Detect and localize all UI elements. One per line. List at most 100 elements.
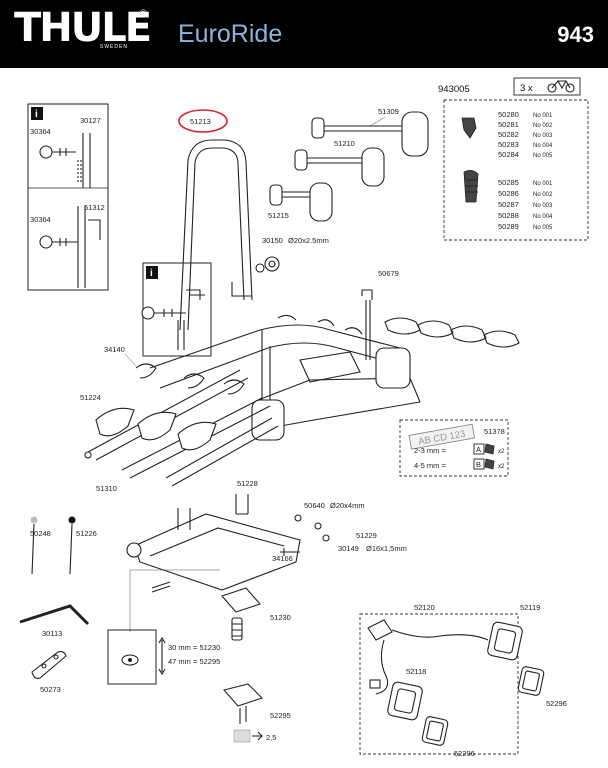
label-30364-b: 30364: [30, 215, 51, 224]
hardware-group: 50640 Ø20x4mm 51229 30149 Ø16x1,5mm 3416…: [272, 501, 407, 563]
code-a-1: 50280: [498, 110, 519, 119]
product-number: 943: [557, 22, 594, 47]
brand-tagline: SWEDEN: [100, 44, 128, 50]
rack-body: [149, 314, 421, 441]
label-50640-dim: Ø20x4mm: [330, 501, 365, 510]
info-icon-glyph: i: [35, 109, 38, 120]
code-b-4: 50288: [498, 211, 519, 220]
info-icon-2-glyph: i: [150, 268, 153, 279]
arm-51215: 51215: [268, 182, 333, 222]
variant-a-3: No 003: [533, 133, 553, 139]
exploded-parts-diagram: i 30127 30364 30364 51312 51213 i 51309: [19, 77, 589, 758]
variant-a-2: No 002: [533, 123, 553, 129]
label-30149-dim: Ø16x1,5mm: [366, 544, 407, 553]
variant-b-2: No 002: [533, 192, 553, 198]
code-b-5: 50289: [498, 222, 519, 231]
plate-key-a: A: [476, 445, 481, 454]
code-b-2: 50286: [498, 189, 519, 198]
code-a-5: 50284: [498, 150, 519, 159]
code-a-3: 50282: [498, 130, 519, 139]
code-a-2: 50281: [498, 120, 519, 129]
bracket-50273: 50273: [31, 650, 67, 694]
tow-ball-detail: 30 mm = 51230 47 mm = 52295: [107, 629, 220, 685]
label-52296-left: 52296: [454, 749, 475, 758]
plate-option-b: 4-5 mm =: [414, 461, 447, 470]
plate-51378: 51378 AB CD 123 2-3 mm = A x2 4-5 mm = B…: [399, 419, 509, 477]
label-52118: 52118: [406, 667, 426, 676]
plate-key-b: B: [476, 460, 481, 469]
frame-51213: 51213: [178, 109, 253, 331]
label-52119: 52119: [520, 603, 540, 612]
label-50679: 50679: [378, 269, 399, 278]
ball-note-b: 47 mm = 52295: [168, 657, 220, 666]
label-30127: 30127: [80, 116, 101, 125]
washer-30150: 30150 Ø20x2.5mm: [231, 236, 329, 297]
plate-qty-b: x2: [498, 464, 505, 470]
kit-quantity: 3 x: [520, 83, 533, 94]
label-52120: 52120: [414, 603, 435, 612]
lighting-kit: 52120 52119 52118 52296 52296: [359, 603, 567, 758]
kit-943005: 943005 3 x 50280 No 001 50281 No 002 502…: [438, 77, 589, 241]
clamp-51230: 51230: [129, 569, 291, 641]
wheel-holders-51224: 51224: [80, 369, 279, 487]
label-51210: 51210: [334, 139, 355, 148]
header-bar: THULE ® SWEDEN EuroRide 943: [0, 0, 608, 68]
label-50248: 50248: [30, 529, 51, 538]
profile-51310: 51310: [96, 484, 117, 493]
variant-b-1: No 001: [533, 181, 553, 187]
info-box-2: i: [141, 262, 212, 357]
arm-51309: 51309: [311, 107, 429, 157]
info-box-1: i 30127 30364 30364 51312: [27, 103, 109, 291]
info-icon-2: [146, 266, 158, 279]
cable-ties: 50248 51226: [30, 516, 97, 575]
label-52296-right: 52296: [546, 699, 567, 708]
variant-a-4: No 004: [533, 143, 553, 149]
hex-key-30113: 30113: [19, 604, 90, 638]
label-51309: 51309: [378, 107, 399, 116]
label-943005: 943005: [438, 84, 470, 95]
straps-row: [384, 317, 520, 348]
brand-logo: THULE: [14, 5, 152, 51]
arm-51210: 51210: [294, 139, 385, 187]
variant-b-4: No 004: [533, 214, 553, 220]
variant-a-5: No 005: [533, 153, 553, 159]
ball-note-a: 30 mm = 51230: [168, 643, 220, 652]
highlight-circle: [178, 109, 228, 133]
code-b-1: 50285: [498, 178, 519, 187]
bicycle-icon: [547, 80, 575, 93]
coupling-assembly: 51228: [126, 479, 301, 593]
lever-value: 2,5: [266, 733, 276, 742]
variant-a-1: No 001: [533, 113, 553, 119]
label-34166: 34166: [272, 554, 293, 563]
variant-b-5: No 005: [533, 225, 553, 231]
label-51224: 51224: [80, 393, 101, 402]
label-51310: 51310: [96, 484, 117, 493]
label-30150: 30150: [262, 236, 283, 245]
code-b-3: 50287: [498, 200, 519, 209]
registered-mark: ®: [140, 8, 147, 18]
label-51378: 51378: [484, 427, 505, 436]
label-30113: 30113: [42, 629, 62, 638]
label-51229: 51229: [356, 531, 377, 540]
clamp-52295: 52295 2,5: [222, 683, 291, 743]
label-34140: 34140: [104, 345, 125, 354]
label-50273: 50273: [40, 685, 61, 694]
strap-34140: 34140: [104, 345, 245, 395]
label-30149: 30149: [338, 544, 359, 553]
label-51228: 51228: [237, 479, 258, 488]
holder-50679: 50679: [361, 269, 399, 360]
plate-option-a: 2-3 mm =: [414, 446, 447, 455]
code-a-4: 50283: [498, 140, 519, 149]
label-51215: 51215: [268, 211, 289, 220]
info-icon: [31, 107, 43, 120]
label-51230: 51230: [270, 613, 291, 622]
label-51213: 51213: [190, 117, 211, 126]
label-30364-a: 30364: [30, 127, 51, 136]
label-52295: 52295: [270, 711, 291, 720]
variant-b-3: No 003: [533, 203, 553, 209]
label-50640: 50640: [304, 501, 325, 510]
label-30150-dim: Ø20x2.5mm: [288, 236, 329, 245]
label-51226: 51226: [76, 529, 97, 538]
plate-qty-a: x2: [498, 449, 505, 455]
label-51312: 51312: [84, 203, 105, 212]
